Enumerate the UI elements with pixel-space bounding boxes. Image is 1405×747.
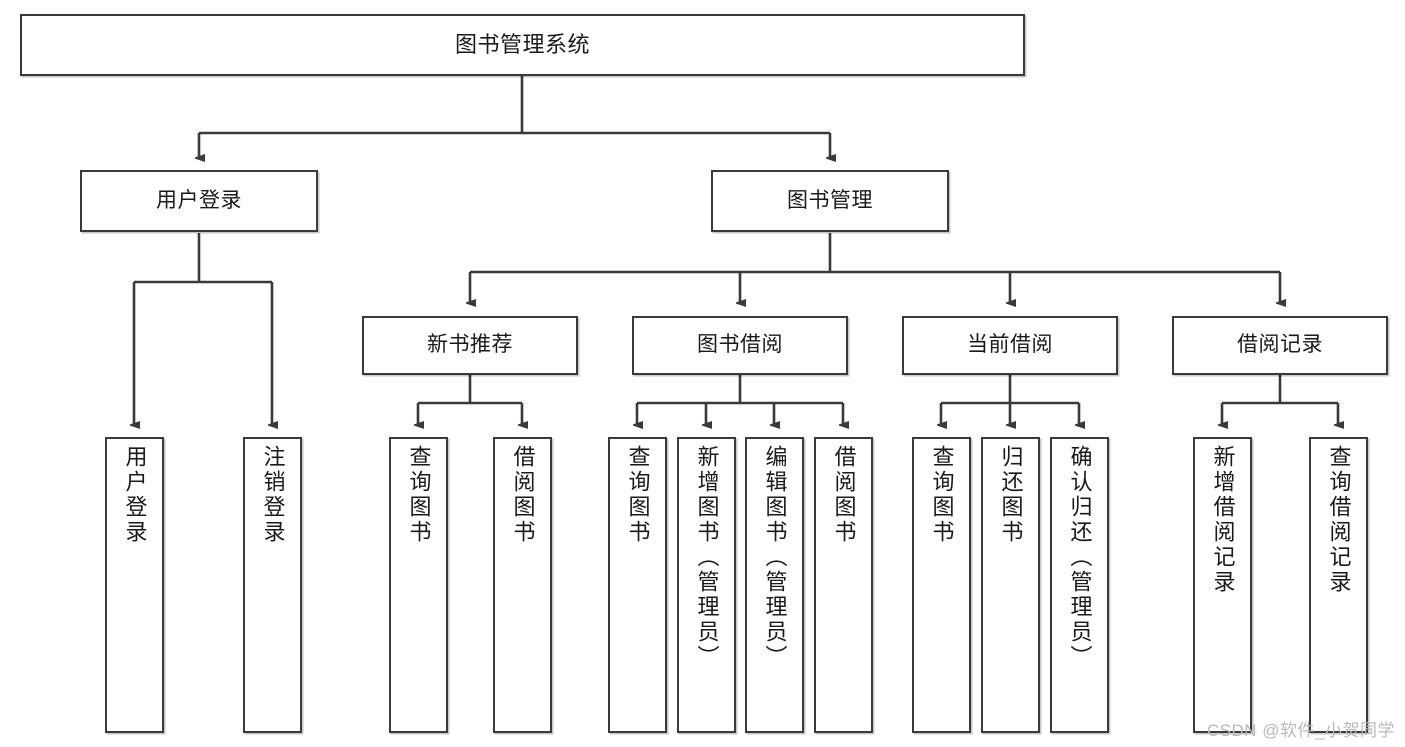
leaf-confirm-return-admin[interactable]: 确认归还（管理员） [1050,437,1109,733]
node-current-borrowing[interactable]: 当前借阅 [902,316,1118,375]
node-label: 编辑图书（管理员） [762,445,788,670]
node-label: 查询图书 [929,445,955,545]
node-root-book-management-system[interactable]: 图书管理系统 [20,14,1025,76]
leaf-edit-book-admin[interactable]: 编辑图书（管理员） [745,437,804,733]
node-book-management[interactable]: 图书管理 [711,170,949,232]
leaf-query-book-2[interactable]: 查询图书 [608,437,667,733]
node-label: 查询借阅记录 [1326,445,1352,595]
leaf-borrow-book-2[interactable]: 借阅图书 [814,437,873,733]
leaf-query-book-1[interactable]: 查询图书 [389,437,448,733]
node-label: 图书借阅 [697,333,783,357]
node-label: 查询图书 [625,445,651,545]
leaf-add-book-admin[interactable]: 新增图书（管理员） [677,437,736,733]
node-label: 用户登录 [122,445,148,545]
node-label: 新增借阅记录 [1210,445,1236,595]
csdn-watermark: CSDN @软件_小贺同学 [1206,721,1395,740]
node-new-book-recommendation[interactable]: 新书推荐 [362,316,578,375]
node-label: 确认归还（管理员） [1067,445,1093,670]
node-label: 借阅记录 [1237,333,1323,357]
node-label: 新书推荐 [427,333,513,357]
leaf-return-book[interactable]: 归还图书 [981,437,1040,733]
leaf-user-login[interactable]: 用户登录 [105,437,164,733]
leaf-add-borrow-record[interactable]: 新增借阅记录 [1193,437,1252,733]
node-label: 图书管理 [787,188,873,212]
leaf-borrow-book-1[interactable]: 借阅图书 [493,437,552,733]
node-user-login[interactable]: 用户登录 [80,170,318,232]
node-label: 用户登录 [156,188,242,212]
node-label: 注销登录 [260,445,286,545]
node-label: 图书管理系统 [454,32,590,58]
leaf-logout[interactable]: 注销登录 [243,437,302,733]
node-label: 归还图书 [998,445,1024,545]
node-label: 新增图书（管理员） [694,445,720,670]
node-book-borrowing[interactable]: 图书借阅 [632,316,848,375]
node-label: 当前借阅 [967,333,1053,357]
node-label: 借阅图书 [510,445,536,545]
leaf-query-book-3[interactable]: 查询图书 [912,437,971,733]
node-borrowing-record[interactable]: 借阅记录 [1172,316,1388,375]
node-label: 查询图书 [406,445,432,545]
node-label: 借阅图书 [831,445,857,545]
leaf-query-borrow-record[interactable]: 查询借阅记录 [1309,437,1368,733]
